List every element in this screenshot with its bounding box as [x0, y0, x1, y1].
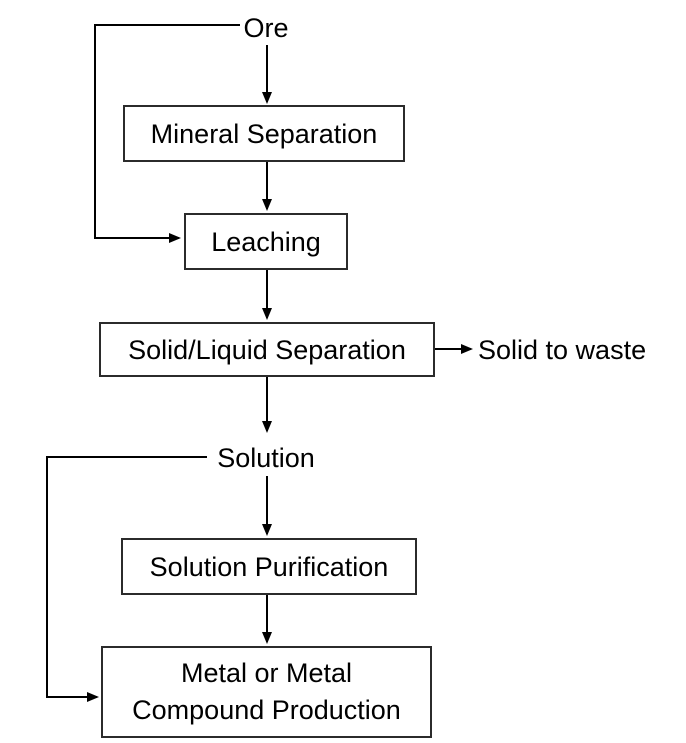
solid-liquid-separation-label: Solid/Liquid Separation: [128, 334, 406, 365]
mineral-separation-label: Mineral Separation: [150, 118, 378, 149]
solid-to-waste-label: Solid to waste: [478, 335, 647, 365]
leaching-label: Leaching: [211, 226, 321, 257]
solution-label: Solution: [217, 443, 315, 473]
metal-compound-production-label-line2: Compound Production: [132, 695, 401, 725]
solution-purification-label: Solution Purification: [149, 551, 389, 582]
mineral-separation-box: Mineral Separation: [123, 105, 405, 162]
metal-compound-production-box: Metal or Metal Compound Production: [101, 646, 432, 738]
solution-purification-box: Solution Purification: [121, 538, 417, 595]
bypass-arrow-ore-to-leaching: [94, 24, 240, 243]
ore-label: Ore: [243, 13, 289, 43]
metal-compound-production-label-line1: Metal or Metal: [180, 658, 353, 688]
bypass-arrow-solution-to-metal-production: [46, 456, 207, 702]
solid-liquid-separation-box: Solid/Liquid Separation: [99, 322, 435, 377]
leaching-box: Leaching: [184, 213, 348, 270]
